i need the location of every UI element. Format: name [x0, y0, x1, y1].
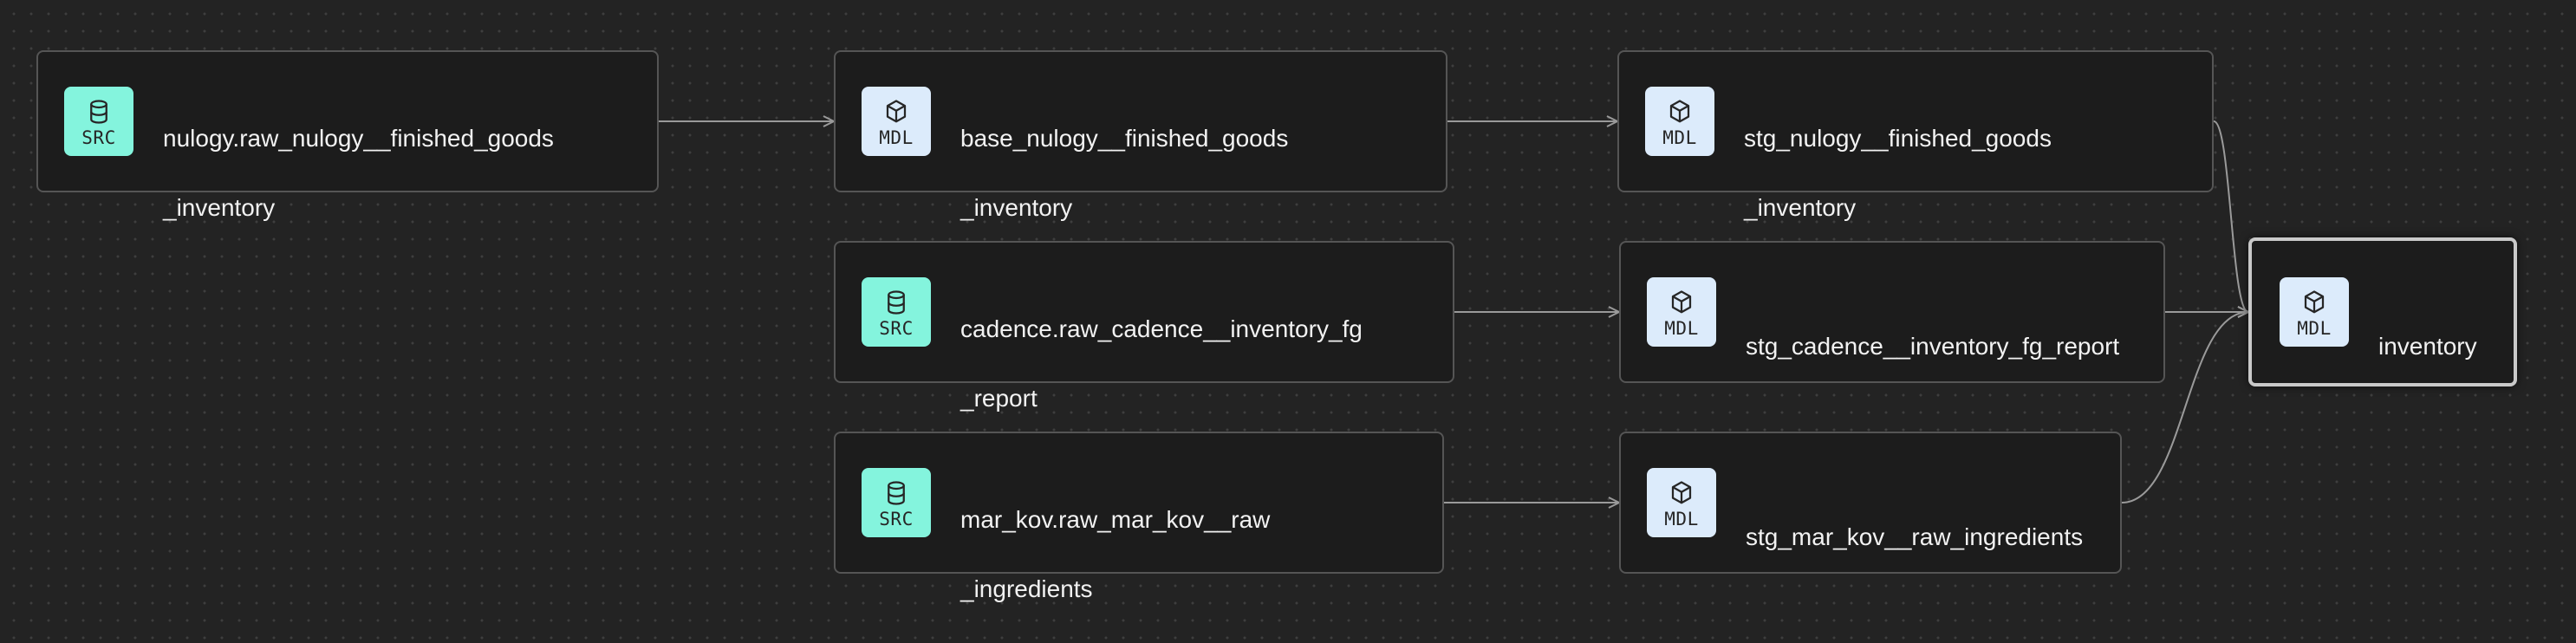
node-label: nulogy.raw_nulogy__finished_goods _inven…	[163, 87, 640, 260]
node-label-line: nulogy.raw_nulogy__finished_goods	[163, 125, 554, 152]
node-label: cadence.raw_cadence__inventory_fg _repor…	[960, 277, 1435, 451]
node-label-line: base_nulogy__finished_goods	[960, 125, 1289, 152]
model-badge: MDL	[2280, 277, 2349, 347]
database-icon	[90, 99, 107, 124]
database-icon	[888, 480, 905, 505]
cube-icon	[886, 99, 907, 122]
source-badge: SRC	[862, 277, 931, 347]
model-node-stg-cadence[interactable]: MDL stg_cadence__inventory_fg_report	[1619, 241, 2165, 383]
node-label: base_nulogy__finished_goods _inventory	[960, 87, 1428, 260]
model-badge: MDL	[1647, 277, 1716, 347]
badge-label: MDL	[2297, 317, 2332, 339]
node-label-line: stg_mar_kov__raw_ingredients	[1746, 523, 2084, 550]
model-badge: MDL	[862, 87, 931, 156]
cube-icon	[2304, 289, 2325, 313]
model-node-stg-mar-kov[interactable]: MDL stg_mar_kov__raw_ingredients	[1619, 432, 2122, 574]
node-label-line: _inventory	[163, 194, 276, 221]
node-label: inventory	[2378, 295, 2496, 399]
badge-label: MDL	[1662, 127, 1697, 148]
node-label: stg_nulogy__finished_goods _inventory	[1744, 87, 2195, 260]
source-node-cadence-inventory-fg[interactable]: SRC cadence.raw_cadence__inventory_fg _r…	[834, 241, 1454, 412]
node-label: stg_cadence__inventory_fg_report	[1746, 295, 2146, 399]
source-node-mar-kov-raw-ingredients[interactable]: SRC mar_kov.raw_mar_kov__raw _ingredient…	[834, 432, 1444, 602]
badge-label: SRC	[879, 317, 914, 339]
node-label: stg_mar_kov__raw_ingredients	[1746, 485, 2103, 589]
cube-icon	[1669, 99, 1690, 122]
badge-label: MDL	[1664, 508, 1699, 529]
model-badge: MDL	[1647, 468, 1716, 537]
node-label-line: _inventory	[960, 194, 1073, 221]
node-label-line: stg_cadence__inventory_fg_report	[1746, 333, 2120, 360]
node-label: mar_kov.raw_mar_kov__raw _ingredients	[960, 468, 1425, 641]
badge-label: SRC	[81, 127, 116, 148]
edge-n3-n8	[2213, 120, 2248, 312]
database-icon	[888, 289, 905, 315]
node-label-line: _ingredients	[960, 575, 1093, 602]
source-node-nulogy-finished-goods[interactable]: SRC nulogy.raw_nulogy__finished_goods _i…	[36, 50, 659, 221]
badge-label: MDL	[1664, 317, 1699, 339]
model-badge: MDL	[1645, 87, 1714, 156]
source-badge: SRC	[862, 468, 931, 537]
cube-icon	[1671, 289, 1692, 313]
model-node-base-nulogy[interactable]: MDL base_nulogy__finished_goods _invento…	[834, 50, 1447, 221]
node-label-line: stg_nulogy__finished_goods	[1744, 125, 2052, 152]
model-node-inventory[interactable]: MDL inventory	[2248, 237, 2517, 386]
node-label-line: mar_kov.raw_mar_kov__raw	[960, 506, 1271, 533]
node-label-line: _inventory	[1744, 194, 1857, 221]
source-badge: SRC	[64, 87, 133, 156]
node-label-line: _report	[960, 385, 1038, 412]
cube-icon	[1671, 480, 1692, 503]
node-label-line: cadence.raw_cadence__inventory_fg	[960, 315, 1363, 342]
badge-label: SRC	[879, 508, 914, 529]
badge-label: MDL	[879, 127, 914, 148]
model-node-stg-nulogy[interactable]: MDL stg_nulogy__finished_goods _inventor…	[1617, 50, 2214, 221]
node-label-line: inventory	[2378, 333, 2477, 360]
